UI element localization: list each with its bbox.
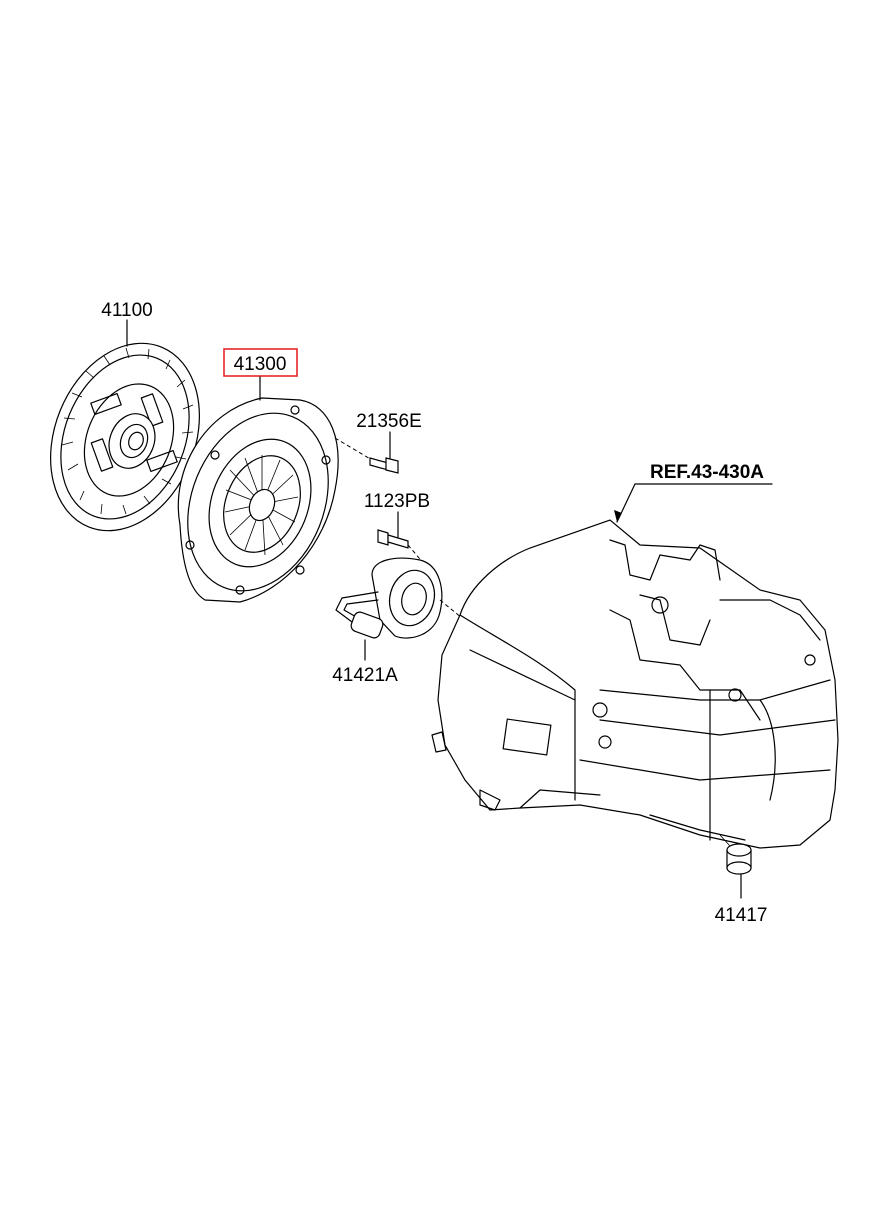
part-label-41421A[interactable]: 41421A — [332, 665, 398, 686]
part-label-41100[interactable]: 41100 — [101, 300, 152, 321]
release-cylinder-drawing[interactable] — [335, 557, 443, 639]
part-label-21356E[interactable]: 21356E — [356, 411, 422, 432]
clutch-disc-drawing[interactable] — [24, 321, 226, 553]
ref-arrowhead — [614, 510, 622, 522]
dashed-guide-41421A — [439, 599, 463, 619]
highlight-box-41300 — [223, 348, 298, 377]
clutch-cover-drawing[interactable] — [162, 392, 353, 612]
bolt-21356E-drawing[interactable] — [369, 457, 399, 474]
leader-ref — [616, 483, 773, 523]
bolt-1123PB-drawing[interactable] — [377, 529, 409, 549]
ref-label[interactable]: REF.43-430A — [650, 462, 764, 483]
part-label-41300[interactable]: 41300 — [234, 354, 287, 375]
transmission-housing-drawing[interactable] — [431, 519, 839, 849]
plug-41417-drawing[interactable] — [719, 834, 752, 875]
part-label-1123PB[interactable]: 1123PB — [364, 491, 430, 512]
part-label-41417[interactable]: 41417 — [715, 905, 768, 926]
dashed-guide-21356E — [334, 437, 373, 461]
